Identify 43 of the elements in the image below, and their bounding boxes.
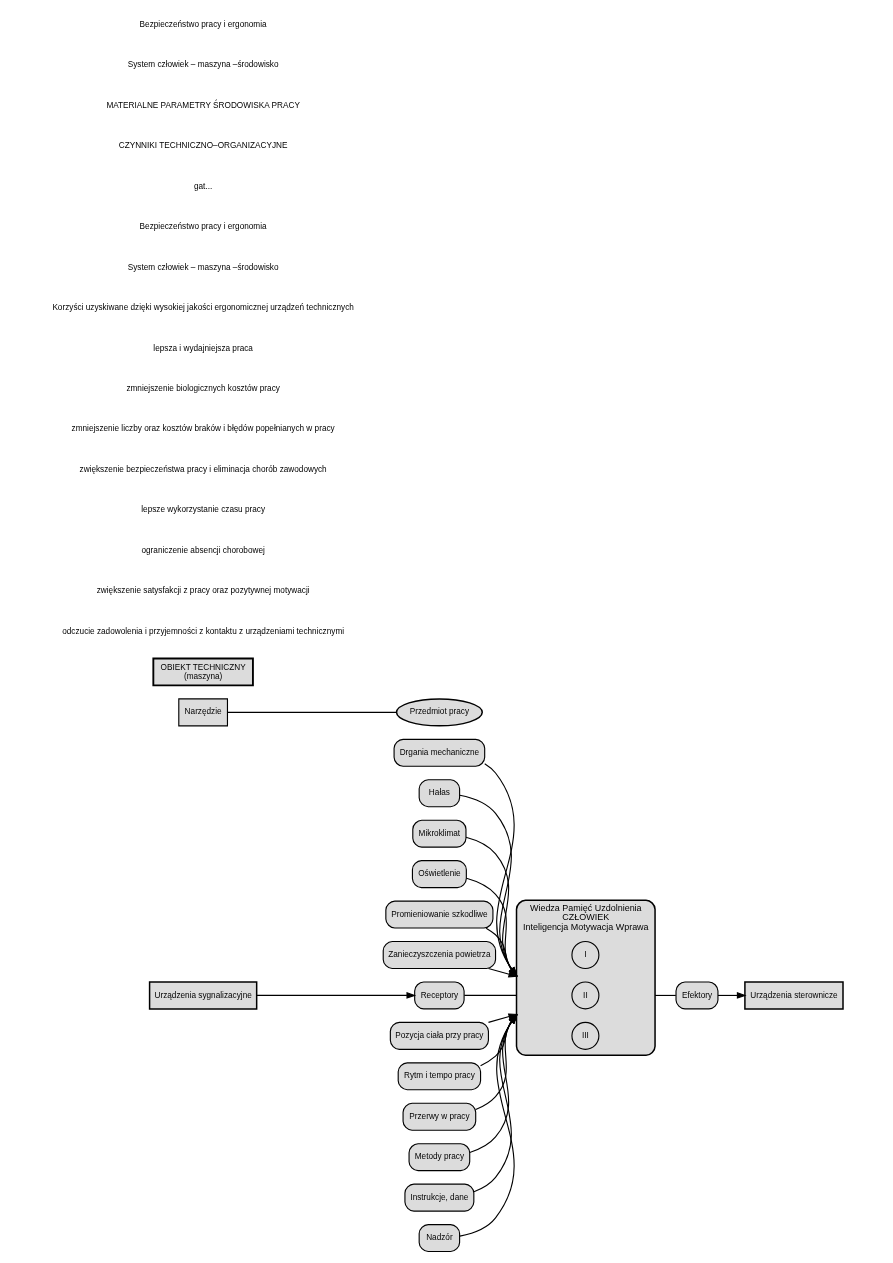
label: System człowiek – maszyna –środowisko [127, 60, 279, 70]
connector [654, 994, 677, 996]
node-box: Urządzenia sygnalizacyjne [148, 981, 258, 1010]
label: zwiększenie bezpieczeństwa pracy i eliminacja chorób zawodowych [79, 464, 327, 474]
node-circle: III [571, 1021, 600, 1050]
arrow [256, 992, 417, 999]
node-box: Metody pracy [408, 1143, 471, 1172]
connector [463, 994, 518, 996]
label: CZYNNIKI TECHNICZNO–ORGANIZACYJNE [118, 141, 288, 151]
label: odczucie zadowolenia i przyjemności z kontaktu z urządzeniami technicznymi [62, 626, 345, 636]
node-box: Rytm i tempo pracy [397, 1062, 482, 1091]
node-ellipse: Przedmiot pracy [395, 698, 483, 727]
node-box: OBIEKT TECHNICZNY (maszyna) [152, 657, 254, 687]
node-box: Hałas [418, 779, 461, 808]
node-circle: II [571, 981, 600, 1010]
node-box: Nadzór [418, 1224, 461, 1253]
label: lepsze wykorzystanie czasu pracy [141, 505, 266, 515]
node-box: Drgania mechaniczne [393, 738, 486, 767]
label: System człowiek – maszyna –środowisko [127, 262, 279, 272]
label: Bezpieczeństwo pracy i ergonomia [139, 222, 267, 232]
node-box: Receptory [414, 981, 465, 1010]
node-box: Pozycja ciała przy pracy [389, 1021, 489, 1050]
arrow [717, 992, 747, 999]
label: zwiększenie satysfakcji z pracy oraz pozytywnej motywacji [96, 586, 310, 596]
node-box: Narzędzie [178, 698, 229, 727]
label: lepsza i wydajniejsza praca [153, 343, 253, 353]
label: gat... [193, 181, 213, 191]
node-box: Przerwy w pracy [402, 1102, 477, 1131]
node-box: Instrukcje, dane [404, 1183, 475, 1212]
node-box: Mikroklimat [412, 819, 467, 848]
label: Korzyści uzyskiwane dzięki wysokiej jakości ergonomicznej urządzeń technicznych [52, 303, 354, 313]
label: Bezpieczeństwo pracy i ergonomia [139, 20, 267, 30]
label: ograniczenie absencji chorobowej [141, 545, 265, 555]
node-box: Zanieczyszczenia powietrza [382, 940, 497, 970]
label: MATERIALNE PARAMETRY ŚRODOWISKA PRACY [106, 100, 300, 110]
node-box: Urządzenia sterownicze [744, 981, 844, 1010]
connector [227, 711, 397, 713]
node-box: Efektory [675, 981, 719, 1010]
node-box: Oświetlenie [411, 860, 467, 889]
label: zmniejszenie biologicznych kosztów pracy [126, 383, 280, 393]
label: zmniejszenie liczby oraz kosztów braków i błędów popełnianych w pracy [71, 424, 335, 434]
node-box: Promieniowanie szkodliwe [385, 900, 494, 929]
node-circle: I [571, 940, 600, 970]
